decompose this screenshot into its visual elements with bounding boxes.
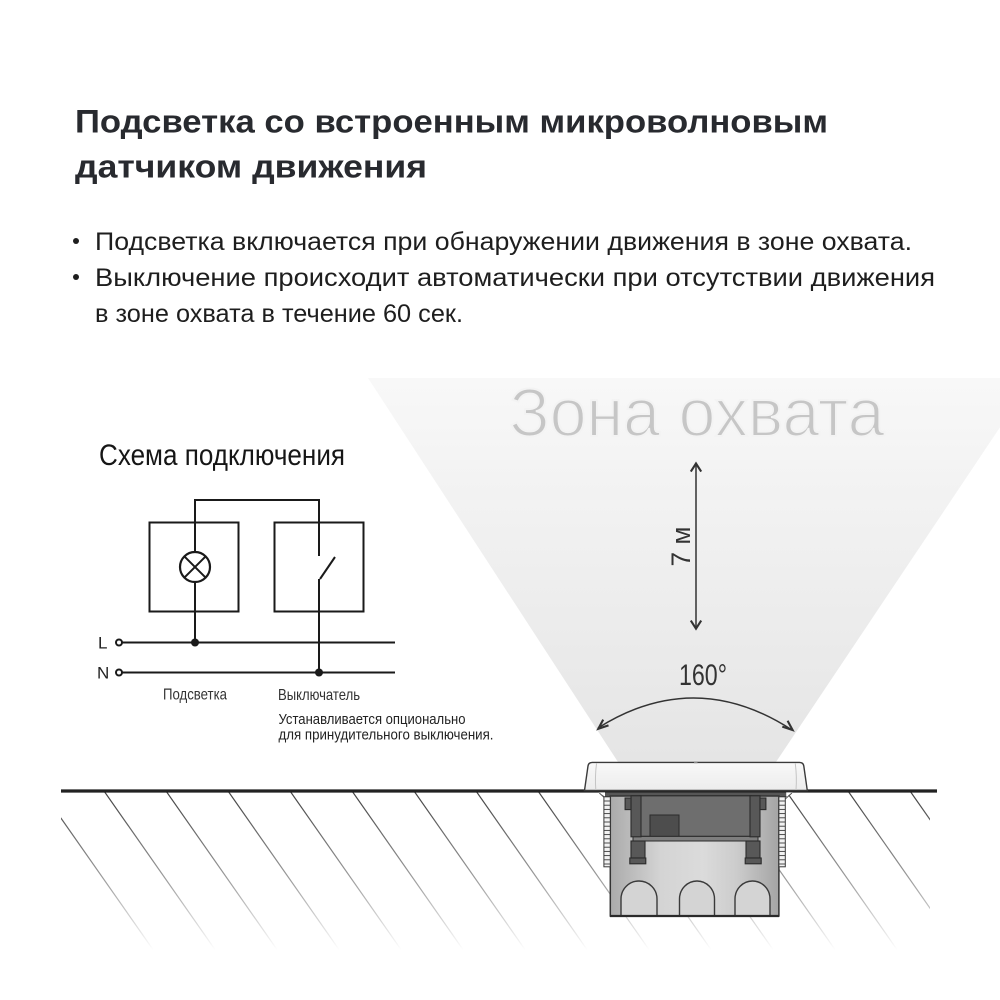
svg-text:для принудительного выключения: для принудительного выключения. [279,727,494,744]
svg-text:Подсветка включается при обнар: Подсветка включается при обнаружении дви… [95,228,912,256]
svg-text:Подсветка: Подсветка [163,687,227,704]
svg-text:Подсветка со встроенным микров: Подсветка со встроенным микроволновым [75,104,828,140]
svg-text:датчиком движения: датчиком движения [75,149,427,185]
svg-text:Выключатель: Выключатель [278,687,360,704]
svg-text:L: L [98,634,107,653]
svg-text:160°: 160° [679,659,727,692]
svg-text:7 м: 7 м [666,527,696,567]
svg-text:Устанавливается опционально: Устанавливается опционально [279,711,466,728]
svg-text:N: N [97,664,109,683]
svg-text:Схема подключения: Схема подключения [99,439,345,472]
svg-text:Выключение происходит автомати: Выключение происходит автоматически при … [95,264,935,292]
svg-text:Зона охвата: Зона охвата [510,375,885,451]
svg-text:в зоне охвата в течение 60 сек: в зоне охвата в течение 60 сек. [95,300,463,328]
